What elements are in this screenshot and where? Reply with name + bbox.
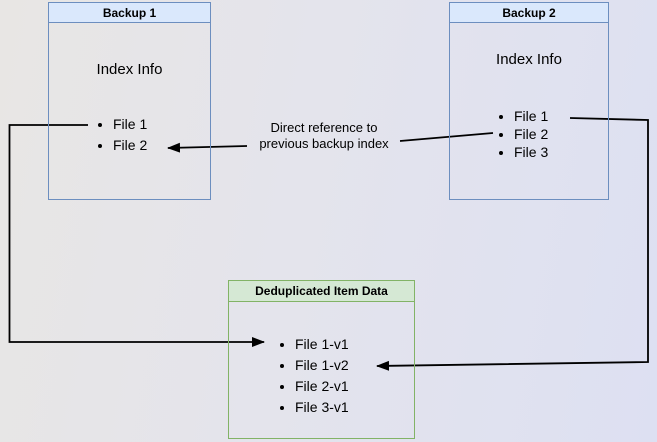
list-item: File 1	[113, 114, 147, 135]
backup1-file-list: File 1 File 2	[95, 114, 147, 156]
backup2-title: Backup 2	[450, 3, 608, 23]
list-item: File 1-v2	[295, 355, 349, 376]
backup1-title: Backup 1	[49, 3, 210, 23]
list-item: File 1	[514, 107, 548, 125]
dedup-file-list: File 1-v1 File 1-v2 File 2-v1 File 3-v1	[277, 334, 349, 418]
direct-reference-label-line2: previous backup index	[259, 136, 389, 151]
list-item: File 2	[113, 135, 147, 156]
dedup-title: Deduplicated Item Data	[229, 281, 414, 302]
list-item: File 2-v1	[295, 376, 349, 397]
list-item: File 3-v1	[295, 397, 349, 418]
backup2-node[interactable]: Backup 2 Index Info File 1 File 2 File 3	[449, 2, 609, 200]
list-item: File 1-v1	[295, 334, 349, 355]
direct-reference-label-line1: Direct reference to	[270, 120, 378, 135]
backup2-file-list: File 1 File 2 File 3	[496, 107, 548, 161]
backup1-node[interactable]: Backup 1 Index Info File 1 File 2	[48, 2, 211, 200]
list-item: File 3	[514, 143, 548, 161]
deduplicated-item-data-node[interactable]: Deduplicated Item Data File 1-v1 File 1-…	[228, 280, 415, 439]
list-item: File 2	[514, 125, 548, 143]
direct-reference-label[interactable]: Direct reference to previous backup inde…	[239, 120, 409, 152]
backup1-index-label: Index Info	[96, 61, 163, 78]
backup2-index-label: Index Info	[496, 51, 562, 68]
